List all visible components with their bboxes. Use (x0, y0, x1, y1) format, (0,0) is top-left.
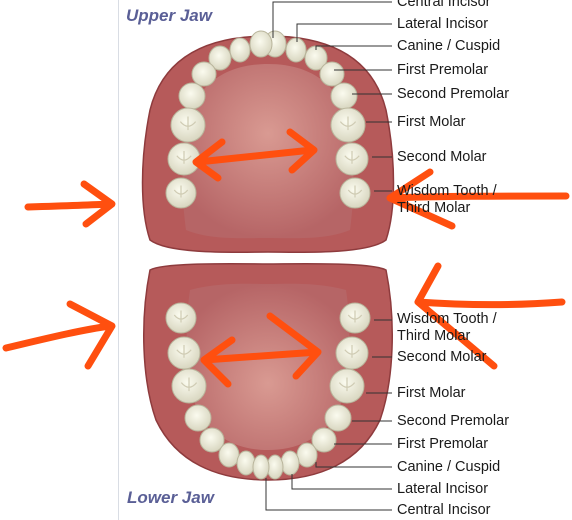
leader-lower-lateral-incisor (291, 474, 392, 490)
leader-upper-canine (315, 45, 392, 50)
upper-left-second-premolar (178, 82, 206, 110)
label-lower-central-incisor: Central Incisor (397, 502, 491, 518)
lower-right-first-premolar (311, 427, 337, 453)
upper-right-second-premolar (330, 82, 358, 110)
label-lower-lateral-incisor: Lateral Incisor (397, 481, 489, 497)
double-arrow-lower (200, 312, 322, 388)
lower-left-central-incisor (252, 454, 270, 480)
arrow-upper-right (386, 168, 570, 230)
lower-right-first-molar-cusp (338, 377, 356, 392)
label-upper-second-molar: Second Molar (397, 149, 487, 165)
lower-left-second-premolar (184, 404, 212, 432)
lower-right-second-premolar (324, 404, 352, 432)
lower-left-canine (218, 442, 240, 468)
lower-right-second-molar-cusp (344, 345, 360, 358)
double-arrow-upper (192, 128, 318, 182)
label-upper-central-incisor: Central Incisor (397, 0, 491, 10)
leader-lower-canine (315, 462, 392, 468)
lower-left-second-molar-cusp (176, 345, 192, 358)
arrow-lower-left (2, 300, 116, 370)
upper-leader-lines (272, 1, 392, 192)
lower-tongue-area (186, 283, 350, 450)
upper-jaw-title: Upper Jaw (126, 6, 212, 25)
label-upper-lateral-incisor: Lateral Incisor (397, 16, 489, 32)
lower-left-first-premolar (199, 427, 225, 453)
upper-right-first-premolar (319, 61, 345, 87)
label-lower-first-premolar: First Premolar (397, 436, 489, 452)
arrow-lower-right (414, 262, 566, 370)
lower-right-wisdom-tooth-cusp (347, 310, 363, 323)
lower-left-first-molar-cusp (180, 377, 198, 392)
upper-right-first-molar-cusp (339, 116, 357, 131)
arrow-upper-left (24, 180, 116, 228)
upper-jaw (141, 35, 395, 253)
lower-right-canine (296, 442, 318, 468)
label-upper-first-molar: First Molar (397, 114, 466, 130)
upper-right-second-molar-cusp (344, 151, 360, 164)
upper-left-canine (208, 45, 232, 71)
upper-left-lateral-incisor (229, 37, 251, 63)
label-upper-wisdom-tooth: Wisdom Tooth / Third Molar (397, 183, 497, 216)
upper-palate (182, 64, 354, 239)
upper-left-first-premolar (191, 61, 217, 87)
upper-left-wisdom-tooth-cusp (173, 185, 189, 198)
upper-teeth (165, 30, 371, 209)
label-lower-canine: Canine / Cuspid (397, 459, 501, 475)
label-lower-second-premolar: Second Premolar (397, 413, 510, 429)
lower-jaw-title: Lower Jaw (127, 488, 214, 507)
leader-upper-central-incisor (272, 1, 392, 38)
label-upper-canine: Canine / Cuspid (397, 38, 501, 54)
upper-left-central-incisor (249, 30, 273, 58)
label-lower-first-molar: First Molar (397, 385, 466, 401)
lower-left-lateral-incisor (236, 450, 256, 476)
lower-teeth (165, 302, 371, 480)
lower-left-wisdom-tooth-cusp (173, 310, 189, 323)
lower-right-lateral-incisor (280, 450, 300, 476)
upper-right-lateral-incisor (285, 37, 307, 63)
leader-lower-central-incisor (265, 478, 392, 511)
label-lower-second-molar: Second Molar (397, 349, 487, 365)
upper-left-second-molar-cusp (176, 151, 192, 164)
upper-right-wisdom-tooth-cusp (347, 185, 363, 198)
lower-leader-lines (265, 319, 392, 511)
label-upper-first-premolar: First Premolar (397, 62, 489, 78)
label-upper-second-premolar: Second Premolar (397, 86, 510, 102)
label-lower-wisdom-tooth: Wisdom Tooth / Third Molar (397, 311, 497, 344)
panel-divider (118, 0, 119, 520)
annotations (2, 128, 570, 388)
leader-upper-lateral-incisor (296, 23, 392, 42)
upper-left-first-molar-cusp (179, 116, 197, 131)
